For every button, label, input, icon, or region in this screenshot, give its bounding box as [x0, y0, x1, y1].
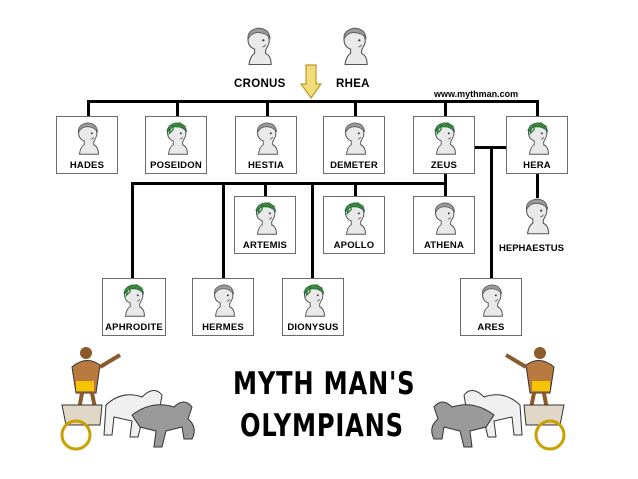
chariot-left-illustration [42, 345, 202, 455]
connector-apollo [354, 182, 357, 196]
node-hades: HADES [56, 116, 118, 174]
node-hera: HERA [506, 116, 568, 174]
dionysus-label: DIONYSUS [283, 322, 343, 333]
hera-portrait [519, 121, 557, 159]
ares-portrait [473, 283, 511, 321]
connector-ares [490, 146, 493, 278]
hades-label: HADES [57, 160, 117, 171]
connector-artemis [264, 182, 267, 196]
node-athena: ATHENA [413, 196, 475, 254]
poseidon-portrait [158, 121, 196, 159]
athena-portrait [426, 201, 464, 239]
cronus-portrait [237, 24, 281, 77]
node-ares: ARES [460, 278, 522, 336]
rhea-label: RHEA [336, 78, 370, 90]
hephaestus-portrait [516, 197, 558, 244]
apollo-label: APOLLO [324, 240, 384, 251]
hephaestus-label: HEPHAESTUS [499, 243, 564, 254]
node-hestia: HESTIA [235, 116, 297, 174]
hades-portrait [69, 121, 107, 159]
cronus-label: CRONUS [234, 78, 286, 90]
connector-dionysus [311, 182, 314, 279]
rhea-portrait [333, 24, 377, 77]
node-hermes: HERMES [192, 278, 254, 336]
artemis-label: ARTEMIS [235, 240, 295, 251]
node-zeus: ZEUS [413, 116, 475, 174]
hestia-label: HESTIA [236, 160, 296, 171]
apollo-portrait [336, 201, 374, 239]
poseidon-label: POSEIDON [146, 160, 206, 171]
cronus-children-connector [87, 100, 539, 103]
title-line-2: OLYMPIANS [240, 408, 404, 444]
website-url: www.mythman.com [434, 89, 518, 99]
title-line-1: MYTH MAN'S [233, 366, 415, 402]
demeter-label: DEMETER [324, 160, 384, 171]
connector-hera [536, 100, 539, 117]
node-aphrodite: APHRODITE [102, 278, 166, 336]
aphrodite-label: APHRODITE [103, 322, 165, 333]
node-poseidon: POSEIDON [145, 116, 207, 174]
zeus-children-connector [131, 182, 447, 185]
artemis-portrait [247, 201, 285, 239]
zeus-portrait [426, 121, 464, 159]
ares-label: ARES [461, 322, 521, 333]
connector-poseidon [176, 100, 179, 117]
connector-aphrodite [131, 182, 134, 279]
node-demeter: DEMETER [323, 116, 385, 174]
hestia-portrait [248, 121, 286, 159]
zeus-children-trunk [444, 174, 447, 196]
hera-label: HERA [507, 160, 567, 171]
athena-label: ATHENA [414, 240, 474, 251]
dionysus-portrait [295, 283, 333, 321]
descent-arrow-icon [300, 64, 322, 100]
chariot-right-illustration [424, 345, 584, 455]
zeus-label: ZEUS [414, 160, 474, 171]
connector-hades [87, 100, 90, 117]
aphrodite-portrait [115, 283, 153, 321]
demeter-portrait [336, 121, 374, 159]
connector-hephaestus [536, 174, 539, 198]
connector-hermes [222, 182, 225, 279]
node-artemis: ARTEMIS [234, 196, 296, 254]
hermes-portrait [205, 283, 243, 321]
node-apollo: APOLLO [323, 196, 385, 254]
node-dionysus: DIONYSUS [282, 278, 344, 336]
connector-zeus [444, 100, 447, 117]
connector-demeter [354, 100, 357, 117]
connector-hestia [266, 100, 269, 117]
hermes-label: HERMES [193, 322, 253, 333]
